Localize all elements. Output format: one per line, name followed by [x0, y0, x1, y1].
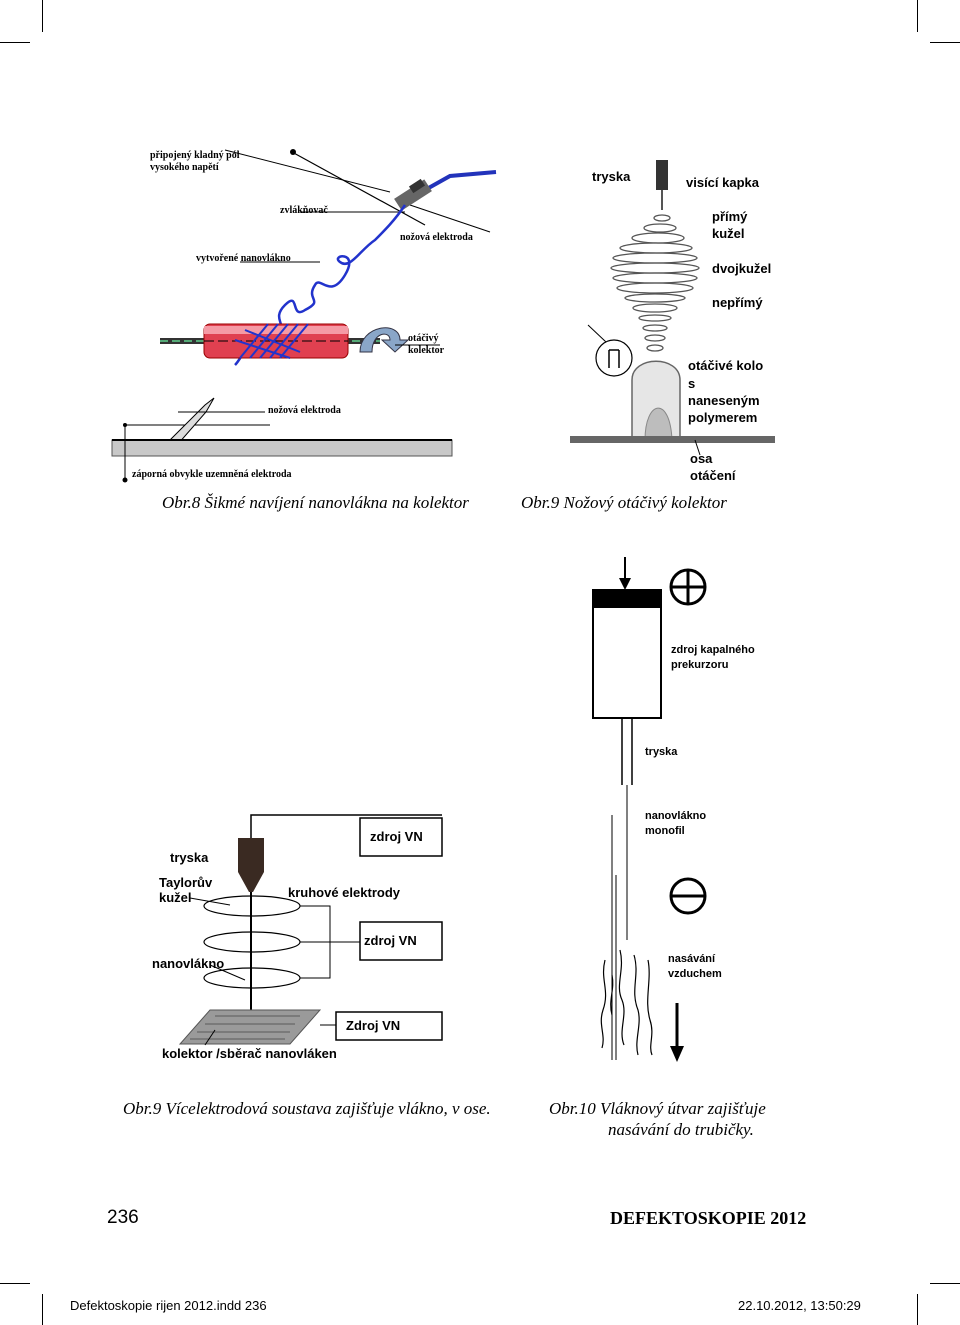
- label-monofil: nanovlákno: [645, 810, 707, 822]
- label-rings: kruhové elektrody: [288, 885, 400, 900]
- label-direct-2: kužel: [712, 226, 745, 241]
- label-pole: připojený kladný pól: [150, 150, 240, 161]
- label-hv-2: zdroj VN: [364, 933, 417, 948]
- label-pole-2: vysokého napětí: [150, 162, 219, 173]
- label-spinner: zvlákňovač: [280, 205, 328, 216]
- caption-fig10-2: nasávání do trubičky.: [608, 1120, 754, 1139]
- label-rotating: otáčivý: [408, 333, 439, 344]
- label-source: zdroj kapalného: [671, 644, 755, 656]
- caption-fig9b: Obr.9 Vícelektrodová soustava zajišťuje …: [123, 1099, 491, 1118]
- label-double: dvojkužel: [712, 261, 772, 276]
- label-nanofiber: vytvořené nanovlákno: [196, 253, 291, 264]
- crop-mark: [930, 42, 960, 43]
- label-wheel-4: polymerem: [688, 410, 758, 425]
- caption-fig8: Obr.8 Šikmé navíjení nanovlákna na kolek…: [162, 493, 469, 512]
- label-wheel-3: naneseným: [688, 393, 760, 408]
- label-taylor: Taylorův: [159, 875, 213, 890]
- caption-fig9a: Obr.9 Nožový otáčivý kolektor: [521, 493, 727, 512]
- label-hv-1: zdroj VN: [370, 829, 423, 844]
- crop-mark: [0, 1283, 30, 1284]
- label-direct: přímý: [712, 209, 748, 224]
- slug-file: Defektoskopie rijen 2012.indd 236: [70, 1298, 267, 1313]
- label-jet-9b: tryska: [170, 850, 209, 865]
- label-jet-10: tryska: [645, 746, 678, 758]
- caption-fig10: Obr.10 Vláknový útvar zajišťuje: [549, 1099, 766, 1118]
- label-nanofiber-9b: nanovlákno: [152, 956, 225, 971]
- crop-mark: [42, 1294, 43, 1325]
- slug-timestamp: 22.10.2012, 13:50:29: [738, 1298, 861, 1313]
- label-collector: kolektor /sběrač nanovláken: [162, 1046, 337, 1061]
- label-axis-2: otáčení: [690, 468, 736, 483]
- label-wheel: otáčivé kolo: [688, 358, 764, 373]
- crop-mark: [0, 42, 30, 43]
- label-drop: visící kapka: [686, 175, 759, 190]
- crop-mark: [917, 1294, 918, 1325]
- page-number: 236: [107, 1207, 139, 1228]
- label-hv-3: Zdroj VN: [346, 1018, 401, 1033]
- crop-mark: [930, 1283, 960, 1284]
- label-jet: tryska: [592, 169, 631, 184]
- label-taylor-2: kužel: [159, 890, 192, 905]
- label-source-2: prekurzoru: [671, 659, 729, 671]
- label-suction: nasávání: [668, 953, 716, 965]
- label-ground: záporná obvykle uzemněná elektroda: [132, 469, 292, 480]
- label-monofil-2: monofil: [645, 825, 685, 837]
- label-knife-top: nožová elektroda: [400, 232, 473, 243]
- journal-name: DEFEKTOSKOPIE 2012: [610, 1208, 807, 1228]
- label-axis: osa: [690, 451, 713, 466]
- label-wheel-2: s: [688, 376, 696, 391]
- label-suction-2: vzduchem: [668, 968, 722, 980]
- crop-mark: [42, 0, 43, 32]
- crop-mark: [917, 0, 918, 32]
- label-indirect: nepřímý: [712, 295, 763, 310]
- label-rotating-2: kolektor: [408, 345, 445, 356]
- label-knife-bottom: nožová elektroda: [268, 405, 341, 416]
